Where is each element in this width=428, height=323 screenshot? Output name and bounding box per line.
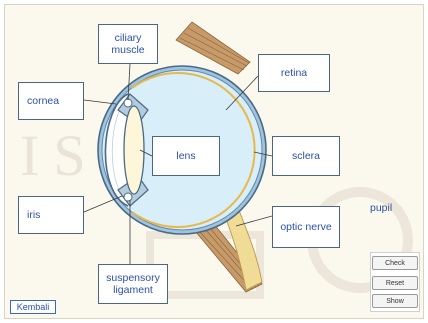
label-optic-nerve-text: optic nerve <box>280 221 331 233</box>
label-suspensory-ligament[interactable]: suspensory ligament <box>98 264 168 304</box>
reset-button[interactable]: Reset <box>372 276 418 290</box>
lens-shape <box>124 106 144 194</box>
label-suspensory-ligament-text: suspensory ligament <box>101 272 165 296</box>
label-iris-text: iris <box>27 209 40 221</box>
label-ciliary-muscle-text: ciliary muscle <box>101 32 155 56</box>
label-ciliary-muscle[interactable]: ciliary muscle <box>98 24 158 64</box>
label-sclera[interactable]: sclera <box>272 136 340 176</box>
label-cornea[interactable]: cornea <box>18 82 84 120</box>
back-button[interactable]: Kembali <box>10 300 56 314</box>
label-lens[interactable]: lens <box>152 136 220 176</box>
draggable-term-pupil[interactable]: pupil <box>370 202 392 214</box>
label-retina-text: retina <box>281 67 307 79</box>
label-iris[interactable]: iris <box>18 196 84 234</box>
label-lens-text: lens <box>176 150 195 162</box>
show-button[interactable]: Show <box>372 294 418 308</box>
label-optic-nerve[interactable]: optic nerve <box>272 206 340 248</box>
label-sclera-text: sclera <box>292 150 320 162</box>
label-cornea-text: cornea <box>27 95 59 107</box>
check-button[interactable]: Check <box>372 256 418 270</box>
label-retina[interactable]: retina <box>258 54 330 92</box>
